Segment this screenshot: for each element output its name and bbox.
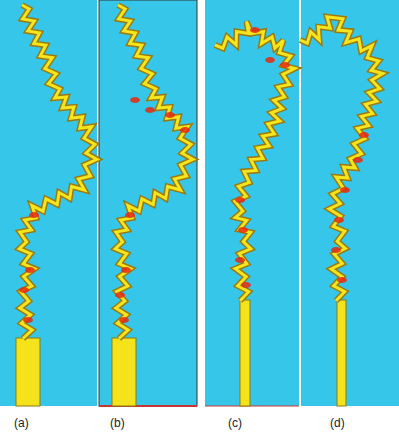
current-hotspot	[235, 197, 245, 203]
current-hotspot	[145, 107, 155, 113]
ground-edge	[205, 406, 299, 407]
current-hotspot	[29, 212, 39, 218]
feed-line	[337, 300, 346, 406]
fractal-arm	[19, 5, 97, 339]
current-hotspot	[340, 187, 350, 193]
current-hotspot	[334, 217, 344, 223]
feed-line	[112, 338, 136, 406]
current-hotspot	[121, 267, 131, 273]
panel-label: (b)	[110, 416, 125, 430]
panel-background	[0, 0, 97, 406]
current-hotspot	[25, 267, 35, 273]
current-hotspot	[250, 27, 260, 33]
current-hotspot	[235, 257, 245, 263]
current-hotspot	[165, 112, 175, 118]
fractal-radiators	[19, 5, 383, 339]
current-hotspot	[241, 282, 251, 288]
fractal-arm	[115, 5, 193, 339]
current-hotspot	[119, 317, 129, 323]
panel-label: (c)	[228, 416, 242, 430]
feed-line	[240, 300, 250, 406]
current-hotspot	[238, 227, 248, 233]
current-hotspot	[265, 57, 275, 63]
panel-label: (a)	[14, 416, 29, 430]
current-hotspot	[331, 247, 341, 253]
fractal-arm	[300, 17, 383, 301]
current-hotspot	[337, 277, 347, 283]
panel-label: (d)	[330, 416, 345, 430]
fractal-arm	[19, 5, 97, 339]
fractal-arm	[300, 17, 383, 301]
current-hotspot	[19, 287, 29, 293]
current-hotspot	[180, 127, 190, 133]
panel-background	[205, 0, 299, 406]
current-hotspot	[359, 132, 369, 138]
fractal-arm	[115, 5, 193, 339]
current-hotspot	[353, 157, 363, 163]
fractal-arm	[215, 22, 295, 301]
current-hotspot	[115, 292, 125, 298]
current-hotspot	[23, 317, 33, 323]
panel-background	[99, 0, 197, 406]
panel-background	[301, 0, 399, 406]
current-hotspots	[19, 27, 369, 323]
current-hotspot	[280, 62, 290, 68]
current-hotspot	[125, 212, 135, 218]
fractal-arm	[215, 22, 295, 301]
current-hotspot	[130, 97, 140, 103]
feed-line	[16, 338, 40, 406]
